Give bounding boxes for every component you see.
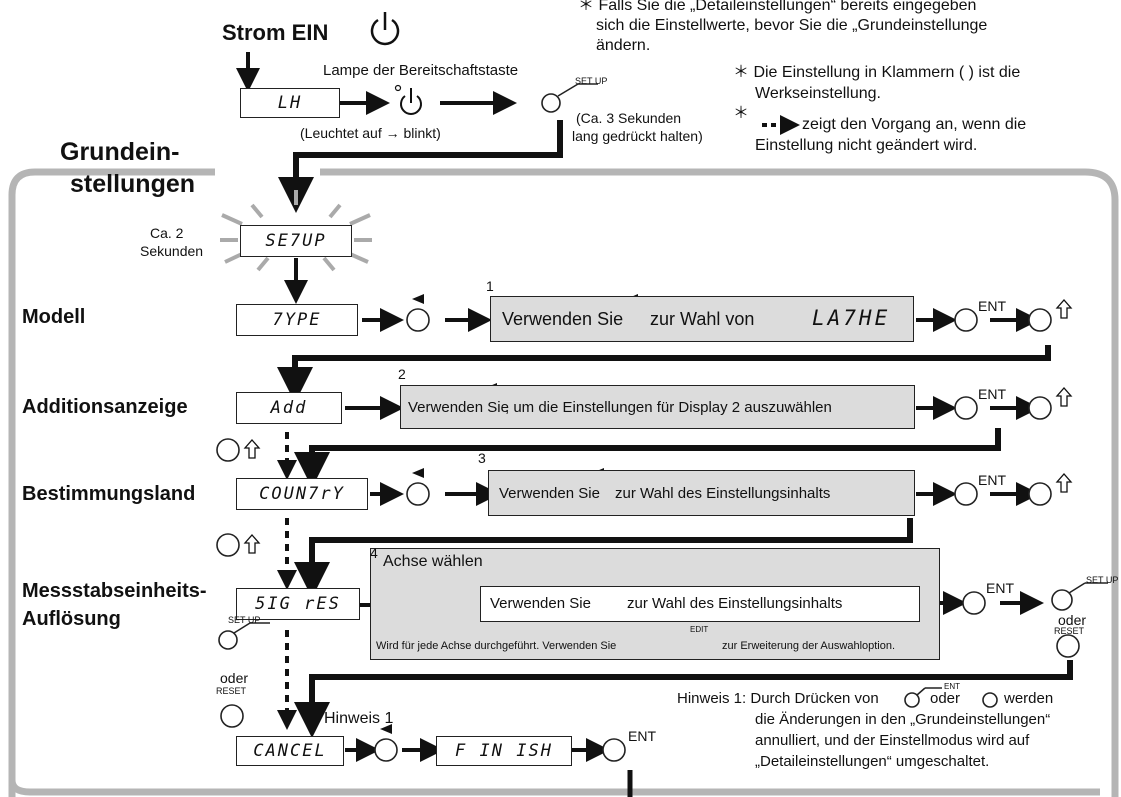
- type-ent-key: [954, 308, 978, 332]
- display-lh: LH: [240, 88, 340, 118]
- final-ent-key: [602, 738, 626, 762]
- res-setup-key: [1051, 589, 1073, 611]
- country-ent-label: ENT: [978, 472, 1006, 488]
- power-on-label: Strom EIN: [222, 20, 329, 45]
- display-finish: F IN ISH: [436, 736, 572, 766]
- axis-select-label: Achse wählen: [383, 553, 483, 570]
- addition-instruction-post: , um die Einstellungen für Display 2 aus…: [505, 399, 832, 416]
- left-setup-key: [218, 630, 238, 650]
- res-ent-key: [962, 591, 986, 615]
- section-frame: [8, 168, 1119, 797]
- resolution-inner-box: [480, 586, 920, 622]
- model-instruction-pre: Verwenden Sie: [502, 309, 624, 329]
- add-ent-key: [954, 396, 978, 420]
- final-ent-label: ENT: [628, 728, 656, 744]
- add-back-key: [216, 438, 240, 462]
- row-label-model: Modell: [22, 306, 86, 328]
- display-country: COUN7rY: [236, 478, 368, 510]
- resolution-instruction-post: zur Wahl des Einstellungsinhalts: [627, 595, 843, 612]
- hold-note-a: (Ca. 3 Sekunden: [576, 110, 682, 126]
- type-next-key: [1028, 308, 1052, 332]
- model-value: LA7HE: [812, 306, 891, 330]
- step-number-2: 2: [398, 366, 406, 382]
- legend-bullet: ＊: [733, 105, 750, 122]
- country-back-key: [216, 533, 240, 557]
- country-select-key: [406, 482, 430, 506]
- legend-note-1a: ＊ Die Einstellung in Klammern ( ) ist di…: [733, 64, 1021, 81]
- step-number-4: 4: [370, 545, 378, 561]
- setup-key-label: SET UP: [575, 76, 608, 86]
- model-instruction-post: zur Wahl von: [650, 309, 755, 329]
- display-setup: SE7UP: [240, 225, 352, 257]
- arrow-to-setup: [278, 120, 563, 213]
- standby-lamp-icon: [400, 95, 422, 115]
- res-reset-label: RESET: [1054, 626, 1085, 636]
- top-note-line-3: ändern.: [596, 37, 651, 54]
- row-label-addition: Additionsanzeige: [22, 396, 188, 418]
- display-cancel: CANCEL: [236, 736, 344, 766]
- legend-note-2b: Einstellung nicht geändert wird.: [755, 137, 978, 154]
- top-note-line-2: sich die Einstellwerte, bevor Sie die „G…: [596, 17, 988, 34]
- hint-note-c: annulliert, und der Einstellmodus wird a…: [755, 732, 1030, 749]
- lamp-state: (Leuchtet auf → blinkt): [300, 125, 441, 141]
- country-instruction-pre: Verwenden Sie: [499, 485, 600, 502]
- row-label-resolution-b: Auflösung: [22, 608, 121, 630]
- hint-note-a-post: werden: [1004, 690, 1054, 707]
- display-resolution: 5IG rES: [236, 588, 360, 620]
- edit-key-label: EDIT: [690, 625, 709, 634]
- hint-1-label: Hinweis 1: [324, 710, 394, 727]
- country-instruction-box: [488, 470, 915, 516]
- legend-note-2a: zeigt den Vorgang an, wenn die: [802, 116, 1027, 133]
- hint-ent-key: [982, 692, 998, 708]
- res-reset-key: [1056, 634, 1080, 658]
- legend-note-1b: Werkseinstellung.: [755, 85, 881, 102]
- add-next-key: [1028, 396, 1052, 420]
- setup-time-a: Ca. 2: [150, 225, 184, 241]
- type-ent-label: ENT: [978, 298, 1006, 314]
- lamp-label: Lampe der Bereitschaftstaste: [323, 62, 519, 79]
- hint-note-a-mid: oder: [930, 690, 961, 707]
- resolution-foot-pre: Wird für jede Achse durchgeführt. Verwen…: [376, 640, 617, 652]
- top-note-line-1: ＊ Falls Sie die „Detaileinstellungen“ be…: [578, 0, 977, 14]
- country-instruction-post: zur Wahl des Einstellungsinhalts: [615, 485, 831, 502]
- hint-setup-key: [904, 692, 920, 708]
- left-or-label: oder: [220, 670, 249, 686]
- resolution-instruction-pre: Verwenden Sie: [490, 595, 591, 612]
- addition-instruction-box: [400, 385, 915, 429]
- setup-key-icon: [541, 93, 561, 113]
- addition-instruction-pre: Verwenden Sie: [408, 399, 509, 416]
- hint-ent-label: ENT: [944, 682, 960, 691]
- final-between-key: [374, 738, 398, 762]
- add-ent-label: ENT: [978, 386, 1006, 402]
- left-reset-label: RESET: [216, 686, 247, 696]
- step-number-1: 1: [486, 278, 494, 294]
- hint-note-b: die Änderungen in den „Grundeinstellunge…: [755, 711, 1051, 728]
- section-title-line-1: Grundein-: [60, 138, 180, 166]
- section-title-line-2: stellungen: [70, 170, 196, 198]
- res-ent-label: ENT: [986, 580, 1014, 596]
- model-instruction-box: [490, 296, 914, 342]
- left-reset-key: [220, 704, 244, 728]
- power-icon: [370, 18, 400, 46]
- country-ent-key: [954, 482, 978, 506]
- hold-note-b: lang gedrückt halten): [572, 128, 703, 144]
- res-or-label: oder: [1058, 612, 1087, 628]
- country-next-key: [1028, 482, 1052, 506]
- display-type: 7YPE: [236, 304, 358, 336]
- row-label-country: Bestimmungsland: [22, 483, 196, 505]
- hint-note-a-pre: Hinweis 1: Durch Drücken von: [677, 690, 879, 707]
- row-label-resolution-a: Messstabseinheits-: [22, 580, 207, 602]
- res-setup-label: SET UP: [1086, 575, 1119, 585]
- type-select-key: [406, 308, 430, 332]
- left-setup-label: SET UP: [228, 615, 261, 625]
- setup-time-b: Sekunden: [140, 243, 204, 259]
- resolution-foot-post: zur Erweiterung der Auswahloption.: [722, 640, 896, 652]
- display-add: Add: [236, 392, 342, 424]
- step-number-3: 3: [478, 450, 486, 466]
- hint-note-d: „Detaileinstellungen“ umgeschaltet.: [755, 753, 990, 770]
- blink-rays: [220, 190, 372, 272]
